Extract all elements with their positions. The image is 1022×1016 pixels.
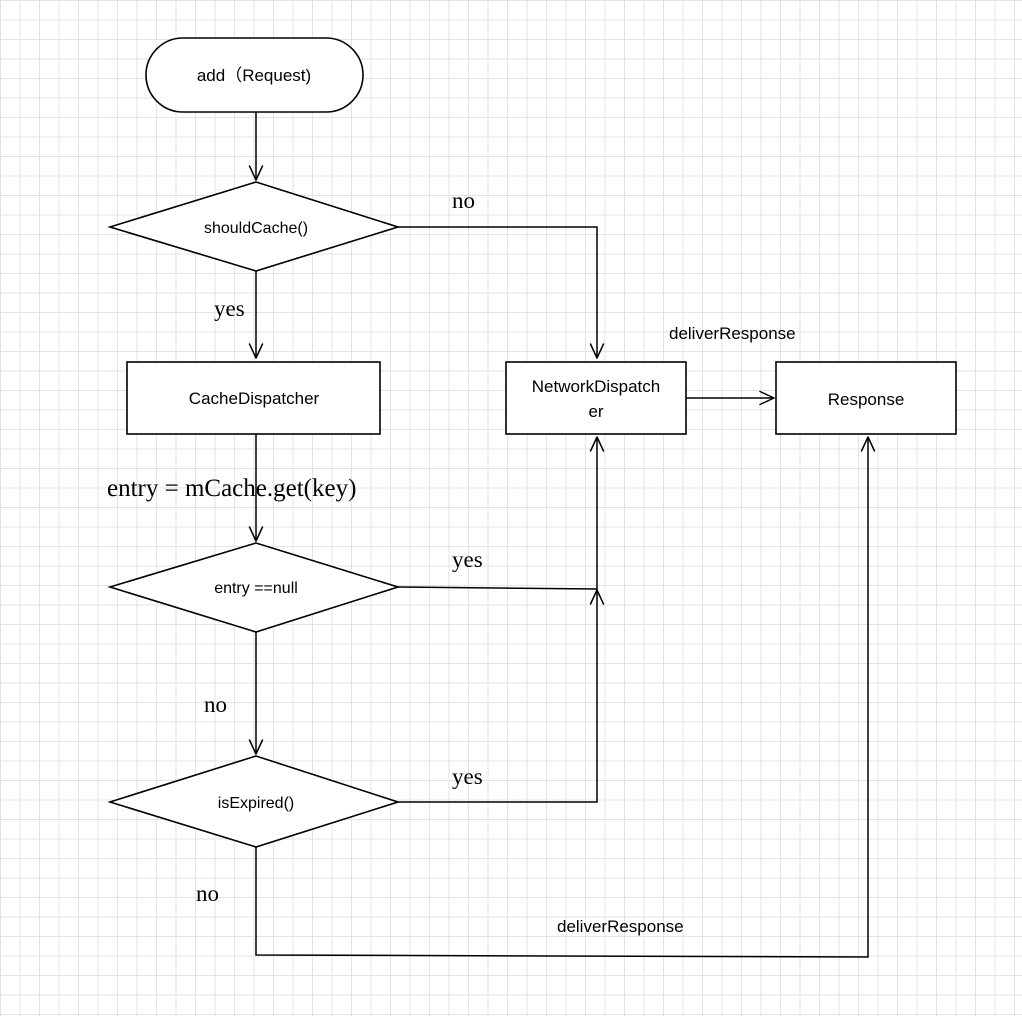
arrowhead-down	[248, 343, 264, 359]
should-cache-no-label: no	[452, 188, 475, 213]
arrowhead-up	[589, 436, 605, 452]
node-start: add（Request)	[145, 37, 364, 113]
is-expired-decision-shape	[107, 755, 401, 848]
entry-null-no-label: no	[204, 692, 227, 717]
node-entry-null: entry ==null	[107, 542, 401, 633]
arrowhead-down	[248, 739, 264, 755]
arrowhead-down	[589, 343, 605, 359]
node-is-expired: isExpired()	[107, 755, 401, 848]
arrowhead-up	[589, 589, 605, 605]
is-expired-yes-label: yes	[452, 764, 483, 789]
edge-is-expired-yes-to-network	[398, 590, 598, 803]
start-label: add（Request)	[197, 66, 311, 85]
arrowheads	[248, 165, 876, 755]
edges	[255, 112, 869, 958]
cache-get-label: entry = mCache.get(key)	[107, 475, 356, 502]
is-expired-label: isExpired()	[218, 795, 294, 812]
should-cache-decision-shape	[107, 181, 401, 272]
node-response: Response	[775, 361, 957, 435]
entry-null-yes-label: yes	[452, 547, 483, 572]
arrowhead-right	[759, 390, 775, 406]
edge-entry-null-yes-to-network	[397, 437, 598, 590]
response-process-shape	[775, 361, 957, 435]
node-cache-dispatcher: CacheDispatcher	[126, 361, 381, 435]
node-should-cache: shouldCache()	[107, 181, 401, 272]
cache-dispatcher-label: CacheDispatcher	[189, 389, 320, 408]
start-terminal-shape	[145, 37, 364, 113]
entry-null-decision-shape	[107, 542, 401, 633]
network-dispatcher-label-line-2: er	[588, 402, 603, 421]
is-expired-no-label: no	[196, 881, 219, 906]
should-cache-label: shouldCache()	[204, 220, 308, 237]
edge-should-cache-no-to-network	[398, 226, 598, 358]
cache-dispatcher-process-shape	[126, 361, 381, 435]
arrowhead-down	[248, 165, 264, 181]
network-dispatcher-process-shape	[505, 361, 687, 435]
deliver-response-bottom-label: deliverResponse	[557, 917, 684, 936]
response-label: Response	[828, 390, 905, 409]
edge-labels: no yes entry = mCache.get(key) deliverRe…	[107, 188, 796, 936]
arrowhead-down	[248, 526, 264, 542]
node-network-dispatcher: NetworkDispatch er	[505, 361, 687, 435]
deliver-response-top-label: deliverResponse	[669, 324, 796, 343]
entry-null-label: entry ==null	[214, 580, 298, 597]
arrowhead-up	[860, 436, 876, 452]
network-dispatcher-label-line-1: NetworkDispatch	[532, 377, 661, 396]
should-cache-yes-label: yes	[214, 296, 245, 321]
edge-is-expired-no-to-response	[255, 437, 869, 958]
